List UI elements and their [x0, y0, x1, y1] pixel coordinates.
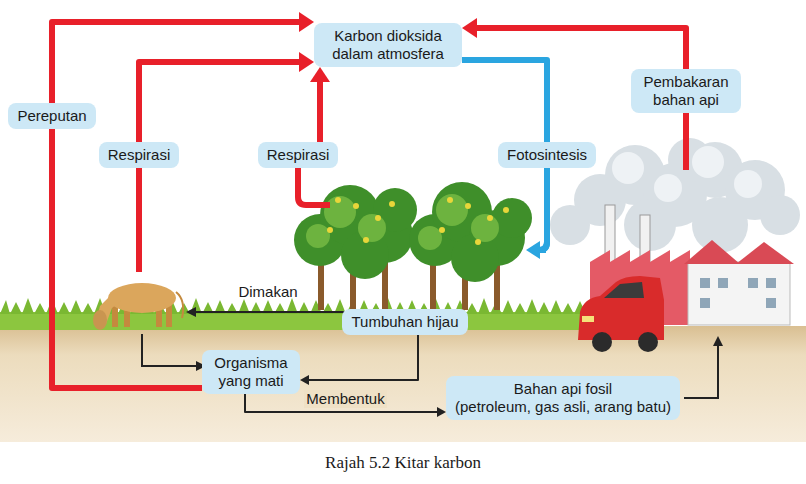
flow-label: Dimakan — [236, 283, 299, 301]
arrow-head — [526, 241, 540, 259]
box-text: Fotosintesis — [507, 146, 587, 164]
process-box: Respirasi — [99, 142, 180, 168]
flow-arrow — [462, 60, 547, 142]
car-body — [578, 276, 664, 340]
arrow-head — [299, 12, 314, 32]
soil — [0, 326, 806, 442]
arrow-head — [437, 407, 446, 417]
grass-blades — [0, 298, 600, 314]
flow-line — [307, 335, 418, 380]
process-box: Tumbuhan hijau — [342, 309, 467, 335]
car-wheel — [638, 332, 658, 352]
box-text: Bahan api fosil — [455, 380, 671, 398]
tree-flowers — [327, 197, 509, 245]
factory-windows — [700, 278, 776, 308]
box-text: Respirasi — [108, 146, 171, 164]
flow-arrow — [462, 18, 686, 69]
cow-head — [93, 310, 107, 330]
arrow-head — [713, 336, 723, 346]
box-text: Pereputan — [17, 107, 86, 125]
flow-lines — [139, 100, 723, 398]
cow-tail — [176, 292, 183, 318]
process-box: Fotosintesis — [498, 142, 596, 168]
respiration-line — [136, 165, 142, 272]
flow-arrow — [300, 335, 418, 385]
cow-leg — [112, 305, 118, 327]
flow-arrow — [139, 52, 314, 142]
factory-building — [688, 262, 790, 325]
flow-line — [462, 60, 547, 142]
car — [578, 276, 664, 352]
tree-highlight — [306, 194, 499, 250]
flow-line — [317, 80, 323, 142]
car-wheel — [592, 332, 612, 352]
soil-layer — [0, 326, 806, 442]
process-box: Pereputan — [8, 103, 95, 129]
flow-line — [475, 28, 686, 69]
fuel-arrow — [684, 346, 718, 398]
box-text: Organisma yang mati — [211, 354, 291, 390]
tree-crown — [294, 182, 532, 282]
flow-line — [139, 62, 301, 142]
cow-leg — [166, 305, 172, 327]
grass — [0, 298, 600, 330]
factory-roof — [684, 240, 740, 264]
process-box: Bahan api fosil(petroleum, gas asli, ara… — [446, 376, 680, 420]
box-text: Respirasi — [267, 146, 330, 164]
box-text: (petroleum, gas asli, arang batu) — [455, 398, 671, 416]
figure-caption: Rajah 5.2 Kitar karbon — [325, 453, 481, 473]
flow-arrow — [52, 12, 314, 103]
arrow-head — [310, 67, 330, 82]
arrow-head — [462, 18, 477, 38]
box-text: Karbon dioksida dalam atmosfera — [323, 27, 453, 63]
cow — [93, 283, 183, 330]
grass-strip — [0, 312, 600, 330]
flow-arrow — [52, 129, 202, 388]
arrow-head — [299, 52, 314, 72]
arrow-head — [300, 375, 309, 385]
flow-arrow — [310, 67, 330, 142]
car-light — [582, 316, 594, 322]
arrow-head — [186, 307, 196, 317]
process-box: Organisma yang mati — [202, 350, 300, 394]
eaten-arrow — [196, 311, 346, 313]
box-text: Pembakaran bahan api — [640, 73, 732, 109]
box-text: Tumbuhan hijau — [351, 313, 458, 331]
death-arrow — [142, 334, 197, 366]
process-box: Pembakaran bahan api — [631, 69, 741, 113]
car-window — [604, 282, 644, 298]
edge-label: Membentuk — [304, 390, 386, 408]
process-box: Karbon dioksida dalam atmosfera — [314, 23, 462, 67]
respiration-line — [298, 165, 330, 205]
photosynthesis-line — [539, 160, 547, 250]
trees — [294, 182, 532, 310]
factory-roof — [736, 242, 794, 264]
flow-line — [52, 129, 202, 388]
photosynthesis-line — [539, 160, 547, 250]
process-box: Respirasi — [258, 142, 339, 168]
